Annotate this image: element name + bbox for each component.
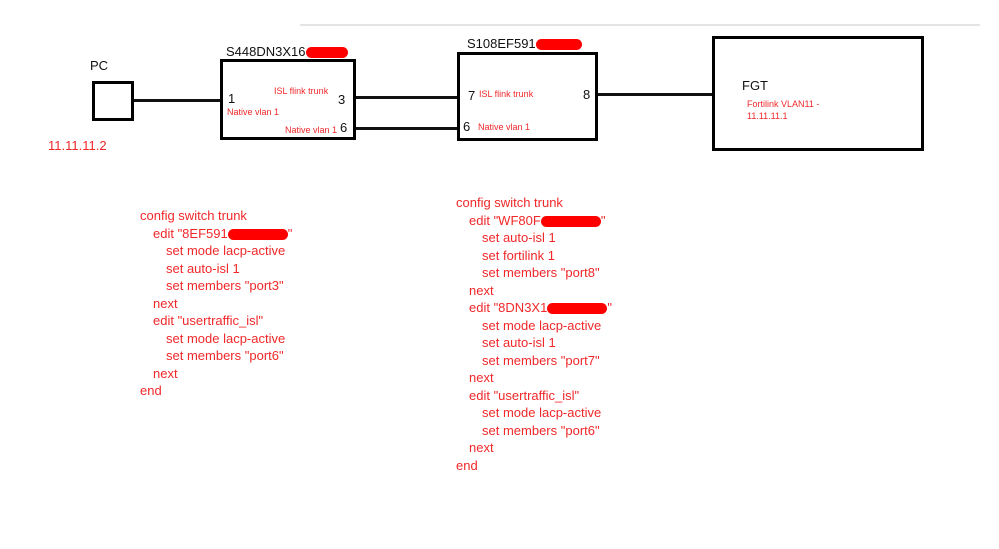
switch2-config: config switch trunk edit "WF80F " set auto-…: [456, 194, 612, 474]
config-text: set members "port3": [166, 278, 284, 293]
redaction: [305, 47, 348, 59]
config-line: set mode lacp-active: [140, 242, 292, 260]
config-text: next: [469, 370, 494, 385]
config-text: end: [140, 383, 162, 398]
link-pc-switch1: [134, 99, 221, 102]
fgt-label: FGT: [742, 78, 768, 93]
config-text: edit "usertraffic_isl": [469, 387, 580, 403]
config-text: config switch trunk: [140, 208, 247, 223]
switch1-port-3-note: ISL flink trunk: [274, 86, 329, 96]
redaction: [227, 228, 288, 240]
link-6-6: [356, 127, 459, 130]
config-text: end: [456, 457, 478, 473]
fgt-note-line1: Fortilink VLAN11 -: [747, 99, 820, 109]
switch2-port-6: 6: [463, 119, 471, 134]
config-text: next: [153, 365, 178, 381]
switch1-name: S448DN3X16: [226, 44, 348, 59]
link-switch2-fgt: [598, 93, 713, 96]
config-line: config switch trunk: [456, 194, 612, 212]
switch1-port-6-note: Native vlan 1: [285, 125, 338, 135]
config-text: set fortilink 1: [482, 247, 555, 263]
config-line: set mode lacp-active: [456, 317, 612, 335]
config-text: set members "port7": [482, 352, 600, 368]
switch2-name: S108EF591: [467, 36, 582, 51]
switch2-port-7: 7: [468, 88, 476, 103]
config-text: next: [469, 440, 494, 455]
config-line: next: [456, 369, 612, 387]
config-text: set members "port8": [482, 265, 600, 280]
config-line: set members "port8": [456, 264, 612, 282]
config-text: edit "usertraffic_isl": [153, 313, 264, 328]
config-text: set mode lacp-active: [166, 243, 286, 258]
config-text: edit "8DN3X1: [469, 300, 548, 315]
config-text: set auto-isl 1: [482, 335, 556, 350]
switch2-port-7-note: ISL flink trunk: [479, 89, 534, 99]
switch1-port-1-note: Native vlan 1: [227, 107, 280, 117]
config-text: next: [153, 295, 178, 311]
config-line: config switch trunk: [140, 207, 292, 225]
config-text: set auto-isl 1: [166, 260, 240, 276]
config-line: next: [140, 365, 292, 383]
switch2-port-6-note: Native vlan 1: [478, 122, 531, 132]
config-line: next: [140, 295, 292, 313]
config-line: set fortilink 1: [456, 247, 612, 265]
config-text-suffix: ": [287, 225, 293, 241]
switch1-port-1: 1: [228, 91, 236, 106]
config-line: edit "8EF591 ": [140, 225, 292, 243]
config-line: edit "WF80F ": [456, 212, 612, 230]
config-line: end: [140, 382, 292, 400]
config-text: set mode lacp-active: [482, 317, 602, 333]
config-line: end: [456, 457, 612, 475]
config-line: set mode lacp-active: [140, 330, 292, 348]
fgt-note-line2: 11.11.11.1: [747, 111, 788, 121]
config-text: set mode lacp-active: [482, 405, 602, 420]
switch2-node[interactable]: [457, 52, 598, 141]
config-text-suffix: ": [600, 212, 606, 228]
config-line: edit "8DN3X1 ": [456, 299, 612, 317]
redaction: [547, 303, 608, 315]
config-text: next: [469, 282, 494, 298]
switch1-port-6: 6: [340, 120, 348, 135]
config-line: edit "usertraffic_isl": [456, 387, 612, 405]
window-shadow: [300, 24, 980, 26]
redaction: [535, 39, 582, 51]
config-line: set auto-isl 1: [456, 334, 612, 352]
config-line: next: [456, 282, 612, 300]
config-line: set members "port6": [456, 422, 612, 440]
switch1-port-3: 3: [338, 92, 346, 107]
config-text: edit "8EF591: [153, 225, 228, 241]
switch2-port-8: 8: [583, 87, 591, 102]
config-text-suffix: ": [607, 300, 612, 315]
pc-node[interactable]: [92, 81, 134, 121]
config-line: set auto-isl 1: [140, 260, 292, 278]
fgt-note: Fortilink VLAN11 - 11.11.11.1: [747, 98, 819, 122]
pc-ip: 11.11.11.2: [48, 138, 107, 153]
config-text: set members "port6": [166, 348, 284, 363]
fgt-node[interactable]: [712, 36, 924, 151]
config-text: set mode lacp-active: [166, 330, 286, 346]
redaction: [540, 215, 601, 227]
pc-label: PC: [90, 58, 109, 73]
config-text: set auto-isl 1: [482, 230, 556, 245]
config-line: set members "port6": [140, 347, 292, 365]
config-line: set mode lacp-active: [456, 404, 612, 422]
config-line: next: [456, 439, 612, 457]
switch1-node[interactable]: [220, 59, 356, 140]
config-line: set members "port7": [456, 352, 612, 370]
config-line: set members "port3": [140, 277, 292, 295]
config-line: set auto-isl 1: [456, 229, 612, 247]
config-text: set members "port6": [482, 422, 600, 438]
config-text: edit "WF80F: [469, 212, 541, 228]
config-text: config switch trunk: [456, 195, 563, 210]
config-line: edit "usertraffic_isl": [140, 312, 292, 330]
link-isl-3-7: [356, 96, 459, 99]
